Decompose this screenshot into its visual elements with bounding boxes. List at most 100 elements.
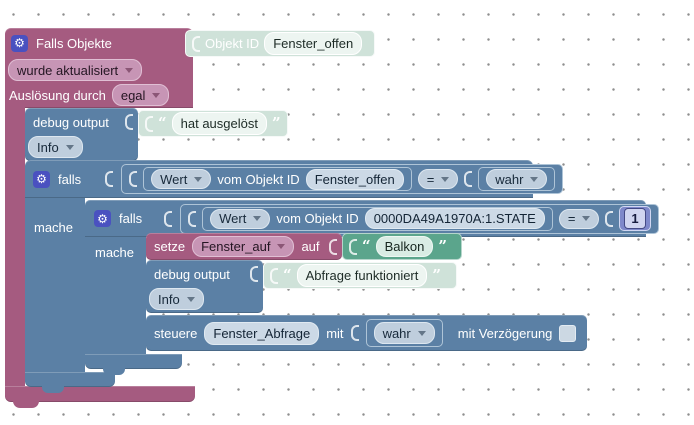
dropdown-arrow-icon bbox=[152, 92, 161, 98]
gear-icon[interactable]: ⚙ bbox=[33, 170, 50, 188]
dropdown-arrow-icon bbox=[65, 144, 74, 150]
update-mode-value: wurde aktualisiert bbox=[17, 62, 119, 78]
debug2-text-block[interactable]: “ Abfrage funktioniert ” bbox=[263, 262, 457, 289]
control-value-dropdown[interactable]: wahr bbox=[373, 322, 435, 344]
next-connector-nub bbox=[42, 385, 64, 393]
puzzle-tab-icon bbox=[125, 114, 133, 130]
trigger-update-row: wurde aktualisiert bbox=[5, 58, 193, 82]
object-id-label: Objekt ID bbox=[205, 36, 260, 51]
outer-if-condition-block[interactable]: Wert vom Objekt ID Fenster_offen = wahr bbox=[121, 164, 564, 194]
trigger-by-dropdown[interactable]: egal bbox=[111, 84, 170, 106]
number-field[interactable]: 1 bbox=[624, 208, 646, 229]
gear-icon[interactable]: ⚙ bbox=[11, 34, 28, 52]
debug1-text-block[interactable]: “ hat ausgelöst ” bbox=[138, 110, 288, 137]
inner-if-spine[interactable]: mache bbox=[85, 237, 146, 354]
inner-source-label: vom Objekt ID bbox=[276, 211, 359, 226]
puzzle-tab-icon bbox=[349, 238, 357, 255]
puzzle-tab-icon bbox=[145, 115, 153, 132]
debug2-label-row: debug output bbox=[146, 260, 263, 288]
debug2-message-field[interactable]: Abfrage funktioniert bbox=[296, 264, 428, 287]
debug1-message-field[interactable]: hat ausgelöst bbox=[171, 112, 267, 135]
update-mode-dropdown[interactable]: wurde aktualisiert bbox=[8, 59, 143, 81]
dropdown-arrow-icon bbox=[253, 216, 262, 221]
puzzle-tab-icon bbox=[605, 210, 614, 227]
trigger-title: Falls Objekte bbox=[36, 35, 112, 51]
next-connector-nub bbox=[103, 367, 125, 375]
inner-value-selector: Wert bbox=[219, 211, 247, 226]
debug1-label: debug output bbox=[33, 114, 109, 130]
dropdown-arrow-icon bbox=[125, 67, 134, 73]
outer-if-block[interactable]: ⚙ falls Wert vom Objekt ID Fenster_offen… bbox=[25, 160, 564, 198]
outer-operator-dropdown[interactable]: = bbox=[417, 169, 459, 189]
close-quote-icon: ” bbox=[271, 114, 281, 132]
outer-if-label: falls bbox=[58, 171, 82, 187]
trigger-by-value: egal bbox=[120, 87, 146, 103]
inner-if-label: falls bbox=[119, 211, 143, 226]
inner-object-id-field[interactable]: 0000DA49A1970A:1.STATE bbox=[364, 208, 545, 229]
delay-checkbox[interactable] bbox=[559, 324, 577, 342]
debug2-severity-dropdown[interactable]: Info bbox=[149, 288, 204, 310]
control-value-block[interactable]: wahr bbox=[365, 319, 443, 347]
inner-get-value-block[interactable]: Wert vom Objekt ID 0000DA49A1970A:1.STAT… bbox=[202, 206, 553, 231]
outer-value-selector: Wert bbox=[160, 171, 188, 187]
control-object-id-field[interactable]: Fenster_Abfrage bbox=[204, 321, 320, 345]
puzzle-tab-icon bbox=[192, 35, 200, 52]
dropdown-arrow-icon bbox=[530, 176, 539, 182]
inner-operator: = bbox=[567, 211, 576, 226]
puzzle-tab-icon bbox=[250, 266, 258, 282]
control-label: steuere bbox=[154, 325, 198, 341]
debug-block-1[interactable]: debug output Info bbox=[25, 108, 138, 161]
outer-if-spine[interactable]: mache bbox=[25, 198, 85, 372]
control-delay-label: mit Verzögerung bbox=[457, 325, 553, 341]
puzzle-tab-icon bbox=[105, 171, 114, 187]
outer-value-selector-dropdown[interactable]: Wert bbox=[151, 169, 212, 189]
variable-dropdown[interactable]: Fenster_auf bbox=[192, 236, 295, 257]
outer-source-label: vom Objekt ID bbox=[217, 171, 300, 187]
next-connector-nub bbox=[13, 400, 39, 408]
trigger-header-row: ⚙ Falls Objekte bbox=[5, 28, 193, 58]
outer-compare-dropdown[interactable]: wahr bbox=[486, 169, 548, 189]
inner-if-bottom[interactable] bbox=[85, 354, 182, 369]
control-value: wahr bbox=[382, 325, 411, 341]
debug-block-2[interactable]: debug output Info bbox=[146, 260, 263, 313]
puzzle-tab-icon bbox=[164, 210, 173, 227]
debug1-label-row: debug output bbox=[25, 108, 138, 136]
open-quote-icon: “ bbox=[158, 114, 167, 132]
dropdown-arrow-icon bbox=[186, 296, 195, 302]
inner-if-block[interactable]: ⚙ falls Wert vom Objekt ID 0000DA49A1970… bbox=[85, 200, 659, 237]
outer-compare-value: wahr bbox=[495, 171, 524, 187]
gear-icon[interactable]: ⚙ bbox=[94, 210, 111, 227]
variable-name: Fenster_auf bbox=[201, 239, 271, 254]
set-label: setze bbox=[154, 239, 186, 254]
puzzle-tab-icon bbox=[188, 210, 197, 227]
text-value-block[interactable]: “ Balkon ” bbox=[342, 233, 462, 260]
text-value-field[interactable]: Balkon bbox=[375, 236, 434, 257]
inner-value-selector-dropdown[interactable]: Wert bbox=[210, 208, 271, 229]
puzzle-tab-icon bbox=[350, 325, 359, 341]
outer-if-bottom[interactable] bbox=[25, 372, 115, 387]
debug1-severity-dropdown[interactable]: Info bbox=[28, 136, 83, 158]
outer-object-id-field[interactable]: Fenster_offen bbox=[305, 168, 404, 190]
trigger-block[interactable]: ⚙ Falls Objekte wurde aktualisiert Auslö… bbox=[5, 28, 193, 108]
puzzle-tab-icon bbox=[270, 267, 278, 284]
debug2-label: debug output bbox=[154, 266, 230, 282]
trigger-block-spine[interactable] bbox=[5, 106, 25, 388]
debug2-severity-value: Info bbox=[158, 291, 180, 307]
object-id-field[interactable]: Fenster_offen bbox=[264, 32, 363, 55]
control-block[interactable]: steuere Fenster_Abfrage mit wahr mit Ver… bbox=[146, 315, 587, 351]
outer-operator: = bbox=[426, 171, 435, 187]
outer-compare-value-block[interactable]: wahr bbox=[478, 167, 556, 191]
object-id-block[interactable]: Objekt ID Fenster_offen bbox=[185, 30, 375, 57]
inner-do-label: mache bbox=[95, 245, 135, 260]
set-to-label: auf bbox=[301, 239, 320, 254]
open-quote-icon: “ bbox=[362, 237, 371, 255]
inner-operator-dropdown[interactable]: = bbox=[558, 208, 600, 229]
outer-get-value-block[interactable]: Wert vom Objekt ID Fenster_offen bbox=[143, 167, 412, 191]
close-quote-icon: ” bbox=[438, 237, 448, 255]
set-variable-block[interactable]: setze Fenster_auf auf bbox=[146, 233, 342, 260]
number-block[interactable]: 1 bbox=[619, 206, 651, 231]
trigger-by-label: Auslösung durch bbox=[9, 87, 106, 103]
inner-if-condition-block[interactable]: Wert vom Objekt ID 0000DA49A1970A:1.STAT… bbox=[180, 203, 659, 234]
dropdown-arrow-icon bbox=[582, 216, 591, 221]
